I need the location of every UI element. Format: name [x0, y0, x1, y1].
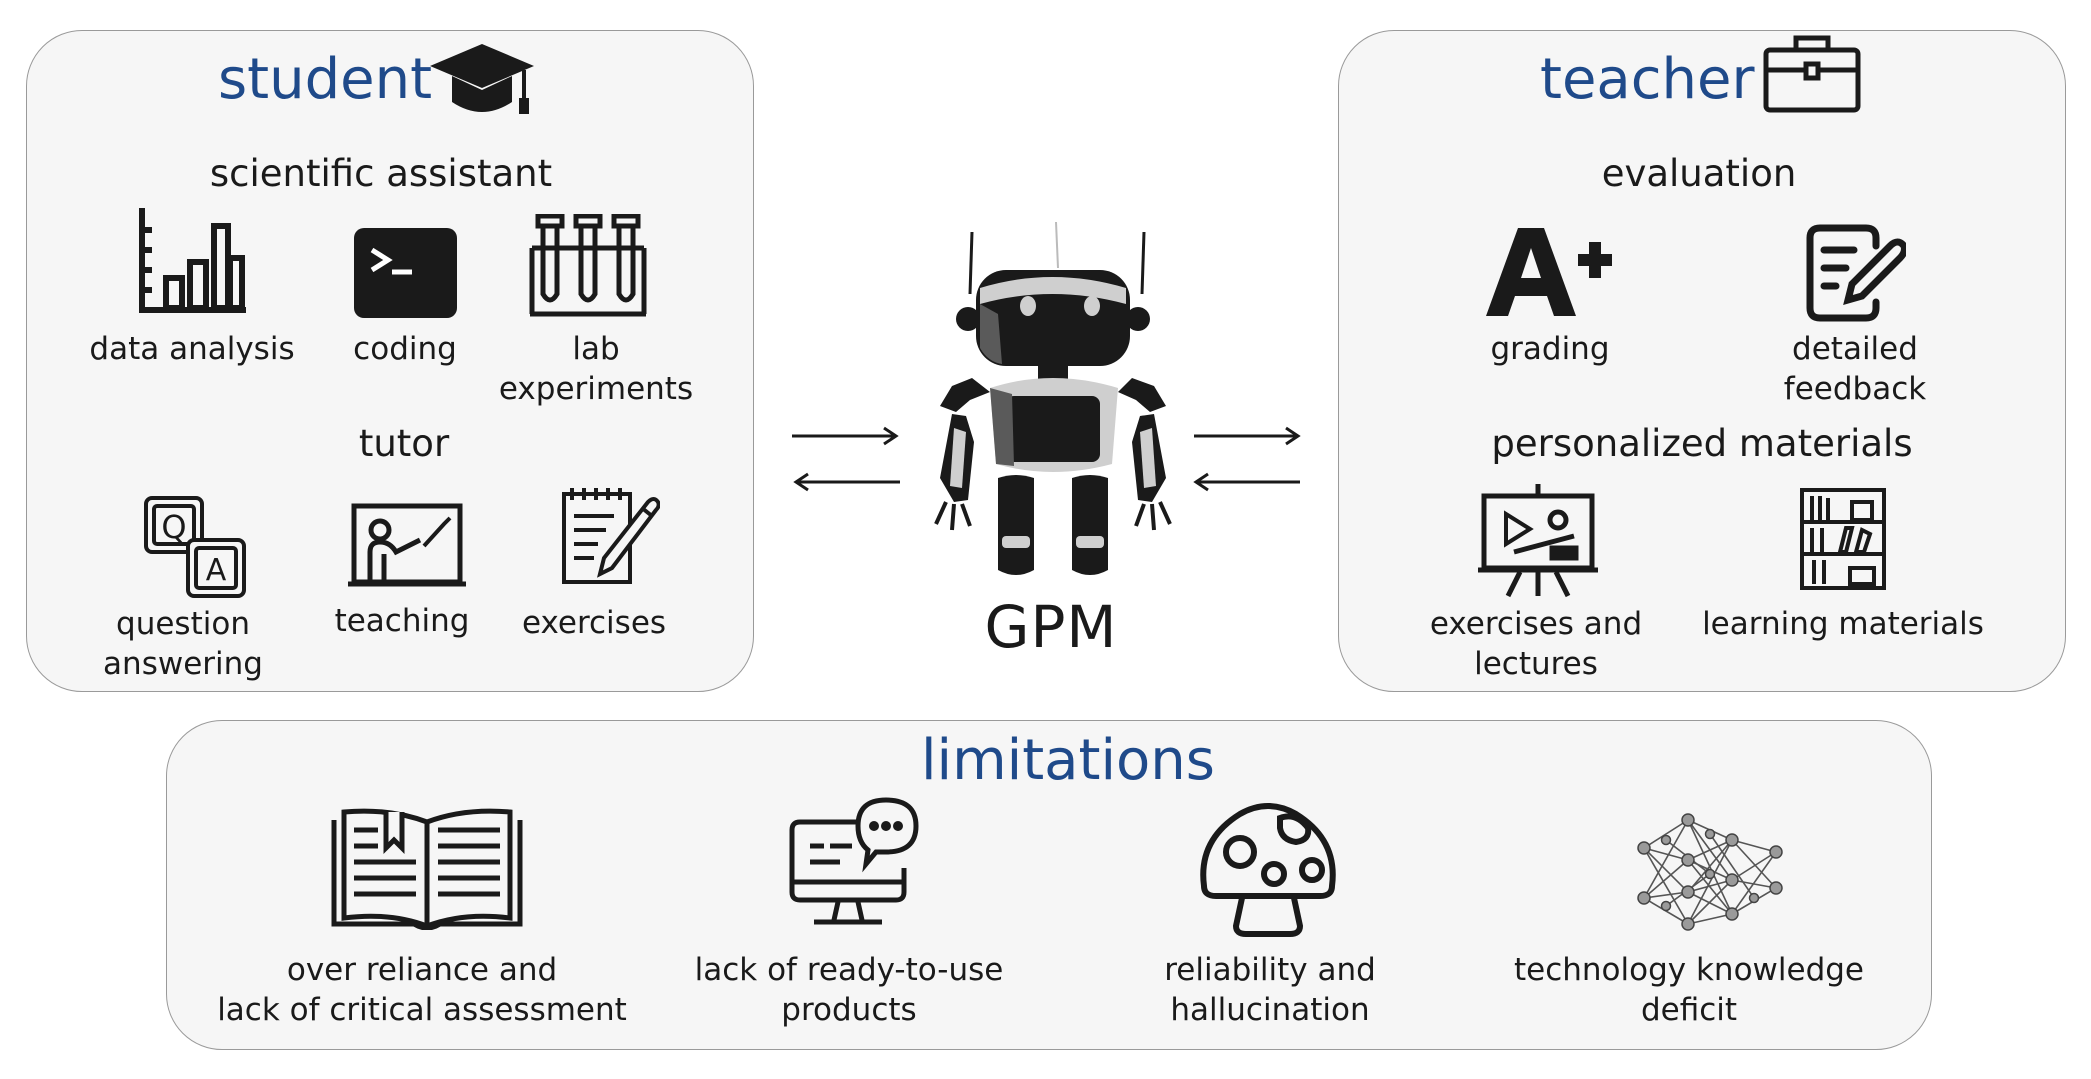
limitations-title: limitations — [921, 728, 1215, 793]
svg-text:A: A — [206, 553, 227, 588]
reliability-label: reliability and hallucination — [1164, 952, 1376, 1028]
student-title: student — [218, 47, 433, 112]
arrow-to-teacher — [1192, 424, 1302, 448]
terminal-icon — [354, 228, 457, 318]
teacher-panel — [1338, 30, 2066, 692]
bar-chart-icon — [136, 206, 248, 316]
robot-icon — [932, 218, 1174, 582]
q-and-a-icon: Q A — [144, 496, 246, 598]
teaching-label: teaching — [334, 603, 470, 639]
lab-experiments-label: lab experiments — [498, 331, 694, 407]
bookshelf-icon — [1800, 488, 1886, 590]
question-answering-label: question answering — [103, 606, 263, 682]
arrow-from-gpm-left — [792, 470, 902, 494]
a-plus-icon — [1486, 228, 1616, 316]
data-analysis-label: data analysis — [89, 331, 295, 367]
detailed-feedback-label: detailed feedback — [1783, 331, 1927, 407]
lack-of-products-label: lack of ready-to-use products — [694, 952, 1004, 1028]
presentation-board-icon — [1478, 482, 1598, 598]
monitor-chat-icon — [788, 796, 920, 936]
exercises-label: exercises — [521, 605, 667, 641]
arrow-to-gpm-left — [790, 424, 900, 448]
exercises-and-lectures-label: exercises and lectures — [1429, 606, 1643, 682]
notepad-pen-icon — [560, 486, 660, 586]
graduation-cap-icon — [428, 42, 536, 116]
over-reliance-label: over reliance and lack of critical asses… — [217, 952, 627, 1028]
mushroom-icon — [1196, 800, 1340, 938]
evaluation-heading: evaluation — [1601, 152, 1797, 195]
neural-network-icon — [1636, 810, 1786, 934]
coding-label: coding — [353, 331, 457, 367]
test-tubes-icon — [528, 214, 648, 318]
edit-note-icon — [1806, 224, 1906, 322]
teacher-board-icon — [348, 502, 466, 590]
teacher-title: teacher — [1540, 47, 1755, 112]
learning-materials-label: learning materials — [1702, 606, 1984, 642]
scientific-assistant-heading: scientific assistant — [209, 152, 553, 195]
tutor-heading: tutor — [358, 422, 450, 465]
open-book-icon — [330, 806, 524, 930]
arrow-from-teacher — [1192, 470, 1302, 494]
gpm-label: GPM — [984, 593, 1118, 661]
limitations-panel — [166, 720, 1932, 1050]
svg-text:Q: Q — [161, 508, 186, 546]
technology-deficit-label: technology knowledge deficit — [1513, 952, 1865, 1028]
personalized-materials-heading: personalized materials — [1491, 422, 1913, 465]
grading-label: grading — [1490, 331, 1610, 367]
briefcase-icon — [1762, 34, 1862, 114]
